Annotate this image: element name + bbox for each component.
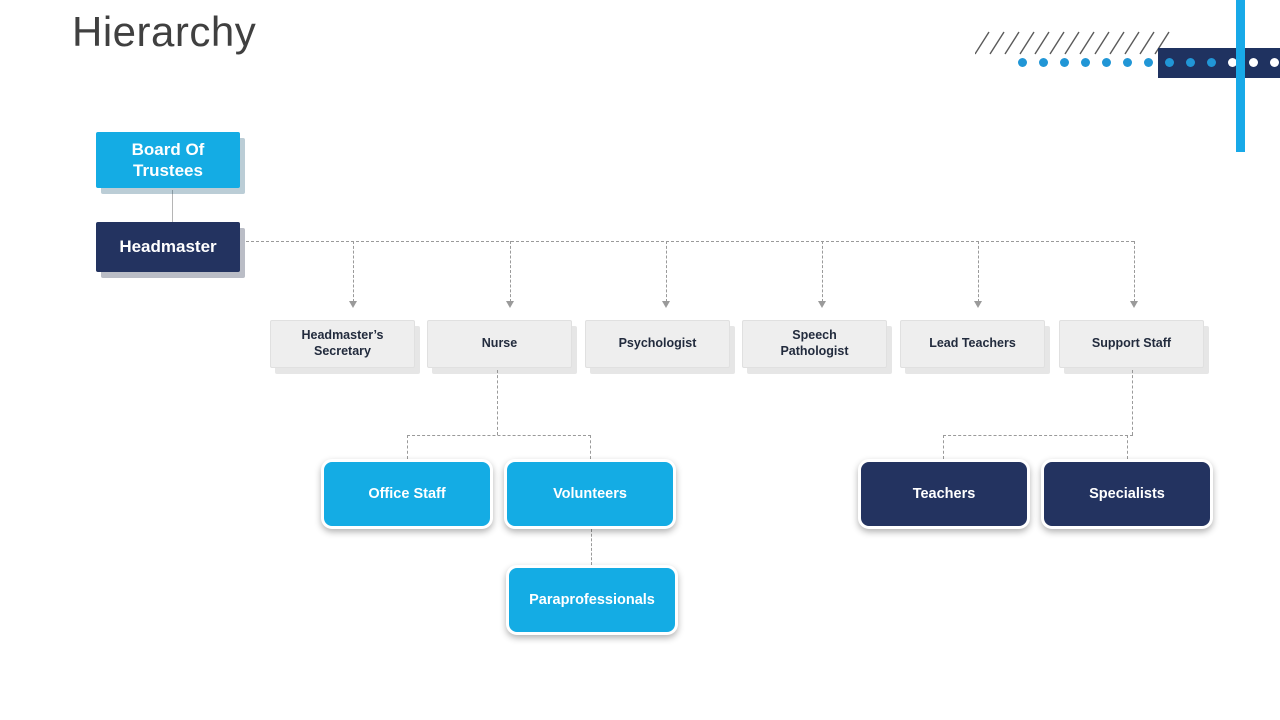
connector-headmaster-bus bbox=[246, 241, 1134, 242]
node-label-office-staff: Office Staff bbox=[368, 485, 446, 502]
node-label-speech-line1: Speech bbox=[792, 328, 837, 343]
connector-drop-secretary bbox=[353, 241, 354, 302]
node-paraprofessionals[interactable]: Paraprofessionals bbox=[506, 565, 678, 635]
connector-drop-volunteers bbox=[590, 435, 591, 459]
dot-blue bbox=[1060, 58, 1069, 67]
arrow-speech bbox=[818, 301, 826, 308]
node-label-secretary-line2: Secretary bbox=[314, 344, 371, 358]
connector-support-down bbox=[1132, 370, 1133, 435]
connector-volunteers-to-paraprofessionals bbox=[591, 529, 592, 565]
node-label-support-staff: Support Staff bbox=[1091, 336, 1172, 351]
navy-accent-bar bbox=[1158, 48, 1280, 78]
node-specialists[interactable]: Specialists bbox=[1041, 459, 1213, 529]
node-label-paraprofessionals: Paraprofessionals bbox=[529, 591, 655, 608]
node-nurse[interactable]: Nurse bbox=[427, 320, 572, 368]
connector-support-bus bbox=[943, 435, 1133, 436]
arrow-secretary bbox=[349, 301, 357, 308]
node-label-volunteers: Volunteers bbox=[553, 485, 627, 502]
dot-white bbox=[1228, 58, 1237, 67]
node-label-secretary-line1: Headmaster’s bbox=[301, 328, 384, 343]
connector-drop-specialists bbox=[1127, 435, 1128, 459]
node-label-board-line1: Board Of bbox=[131, 139, 205, 159]
connector-drop-office-staff bbox=[407, 435, 408, 459]
dot-blue bbox=[1102, 58, 1111, 67]
node-label-nurse: Nurse bbox=[481, 336, 518, 351]
node-label-speech-line2: Pathologist bbox=[780, 344, 849, 358]
dot-white bbox=[1249, 58, 1258, 67]
node-label-specialists: Specialists bbox=[1089, 485, 1165, 502]
node-office-staff[interactable]: Office Staff bbox=[321, 459, 493, 529]
dot-blue bbox=[1123, 58, 1132, 67]
dot-row-decoration bbox=[1018, 58, 1279, 68]
hatch-lines-decoration bbox=[975, 31, 1170, 55]
node-headmasters-secretary[interactable]: Headmaster’s Secretary bbox=[270, 320, 415, 368]
connector-nurse-down bbox=[497, 370, 498, 435]
node-board-of-trustees[interactable]: Board Of Trustees bbox=[96, 132, 240, 188]
node-lead-teachers[interactable]: Lead Teachers bbox=[900, 320, 1045, 368]
dot-blue bbox=[1039, 58, 1048, 67]
node-label-board-line2: Trustees bbox=[133, 161, 203, 180]
node-label-headmaster: Headmaster bbox=[119, 237, 217, 257]
dot-blue bbox=[1144, 58, 1153, 67]
connector-drop-psychologist bbox=[666, 241, 667, 302]
connector-drop-teachers bbox=[943, 435, 944, 459]
node-psychologist[interactable]: Psychologist bbox=[585, 320, 730, 368]
node-label-psychologist: Psychologist bbox=[618, 336, 697, 351]
arrow-psychologist bbox=[662, 301, 670, 308]
page-title: Hierarchy bbox=[72, 8, 257, 55]
arrow-nurse bbox=[506, 301, 514, 308]
node-speech-pathologist[interactable]: Speech Pathologist bbox=[742, 320, 887, 368]
dot-blue bbox=[1207, 58, 1216, 67]
arrow-lead-teachers bbox=[974, 301, 982, 308]
dot-blue bbox=[1081, 58, 1090, 67]
dot-blue bbox=[1165, 58, 1174, 67]
arrow-support-staff bbox=[1130, 301, 1138, 308]
node-headmaster[interactable]: Headmaster bbox=[96, 222, 240, 272]
cyan-accent-bar bbox=[1236, 0, 1245, 152]
dot-blue bbox=[1186, 58, 1195, 67]
connector-board-to-headmaster bbox=[172, 190, 173, 222]
node-volunteers[interactable]: Volunteers bbox=[504, 459, 676, 529]
connector-drop-support-staff bbox=[1134, 241, 1135, 302]
node-label-lead-teachers: Lead Teachers bbox=[929, 336, 1016, 351]
dot-white bbox=[1270, 58, 1279, 67]
connector-drop-nurse bbox=[510, 241, 511, 302]
connector-drop-lead-teachers bbox=[978, 241, 979, 302]
node-support-staff[interactable]: Support Staff bbox=[1059, 320, 1204, 368]
dot-blue bbox=[1018, 58, 1027, 67]
node-teachers[interactable]: Teachers bbox=[858, 459, 1030, 529]
connector-nurse-bus bbox=[407, 435, 591, 436]
node-label-teachers: Teachers bbox=[912, 485, 976, 502]
connector-drop-speech bbox=[822, 241, 823, 302]
